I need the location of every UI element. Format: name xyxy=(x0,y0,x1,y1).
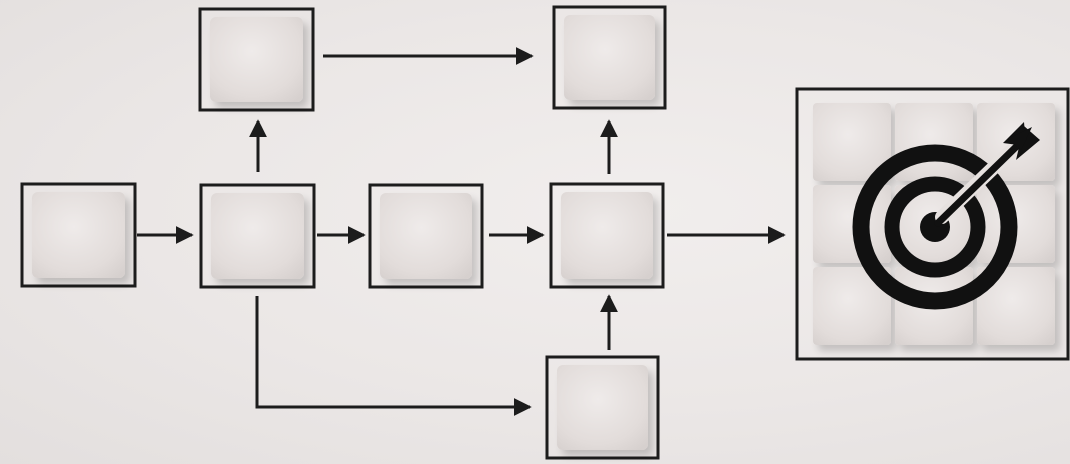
wooden-block xyxy=(210,17,303,102)
wooden-block xyxy=(32,192,125,278)
wooden-block xyxy=(564,15,655,100)
node-middle xyxy=(368,183,484,289)
node-goal xyxy=(795,87,1070,361)
node-start xyxy=(20,182,137,288)
wooden-block xyxy=(211,193,304,279)
node-lower xyxy=(545,355,660,460)
wooden-block xyxy=(380,193,472,279)
wooden-block xyxy=(557,365,648,450)
edge-branch-to-lower xyxy=(255,296,532,416)
wooden-block xyxy=(561,192,653,279)
node-upper-left xyxy=(198,7,315,112)
target-with-arrow-icon xyxy=(852,122,1040,310)
node-branch xyxy=(199,183,316,289)
node-upper-right xyxy=(552,5,667,110)
node-merge xyxy=(549,182,665,289)
connectors xyxy=(137,47,786,416)
